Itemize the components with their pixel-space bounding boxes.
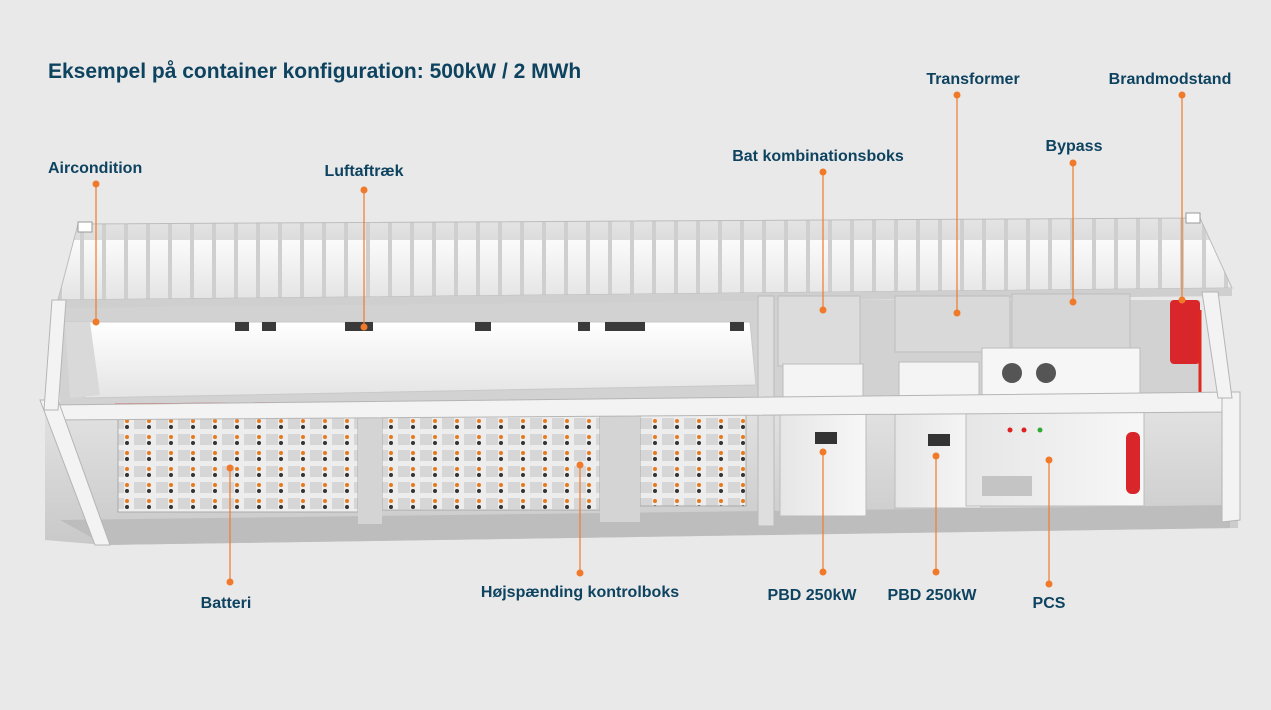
- callout-dot-bypass-end: [1069, 298, 1077, 306]
- callout-dot-transformer-start: [953, 91, 961, 99]
- callout-dot-pbd-2-end: [932, 568, 940, 576]
- upper-boxes: [777, 293, 1131, 367]
- callout-dot-pcs-end: [1045, 580, 1053, 588]
- callout-dot-hojspaending-start: [576, 461, 584, 469]
- label-pbd-1: PBD 250kW: [767, 587, 857, 604]
- callout-dot-bypass-start: [1069, 159, 1077, 167]
- callout-lines: [92, 91, 1186, 588]
- callout-dot-pbd-1-start: [819, 448, 827, 456]
- callout-dot-aircondition-end: [92, 318, 100, 326]
- callout-dot-pcs-start: [1045, 456, 1053, 464]
- label-bypass: Bypass: [1045, 138, 1103, 155]
- callout-dot-luftaftraek-start: [360, 186, 368, 194]
- label-batteri: Batteri: [200, 595, 252, 612]
- label-pbd-2: PBD 250kW: [887, 587, 977, 604]
- battery-racks: [117, 404, 747, 524]
- callout-dot-pbd-2-start: [932, 452, 940, 460]
- callout-dot-aircondition-start: [92, 180, 100, 188]
- label-aircondition: Aircondition: [48, 160, 143, 177]
- callout-dot-luftaftraek-end: [360, 323, 368, 331]
- cabinets: [779, 347, 1145, 517]
- label-brandmodstand: Brandmodstand: [1108, 71, 1232, 88]
- callout-dot-pbd-1-end: [819, 568, 827, 576]
- callout-dot-bat-kombinationsboks-start: [819, 168, 827, 176]
- container-frame: [39, 291, 1241, 546]
- air-duct: [64, 321, 757, 399]
- callout-dot-transformer-end: [953, 309, 961, 317]
- callout-dot-batteri-start: [226, 464, 234, 472]
- label-transformer: Transformer: [926, 71, 1020, 88]
- label-bat-kombinationsboks: Bat kombinationsboks: [732, 148, 904, 165]
- label-pcs: PCS: [1032, 595, 1066, 612]
- callout-dot-batteri-end: [226, 578, 234, 586]
- callout-dot-hojspaending-end: [576, 569, 584, 577]
- callout-dot-bat-kombinationsboks-end: [819, 306, 827, 314]
- callout-dot-brandmodstand-end: [1178, 296, 1186, 304]
- label-hojspaending-kontrolboks: Højspænding kontrolboks: [480, 584, 680, 601]
- label-luftaftraek: Luftaftræk: [324, 163, 404, 180]
- page-title: Eksempel på container konfiguration: 500…: [48, 60, 582, 83]
- callout-dot-brandmodstand-start: [1178, 91, 1186, 99]
- container-roof: [57, 212, 1233, 308]
